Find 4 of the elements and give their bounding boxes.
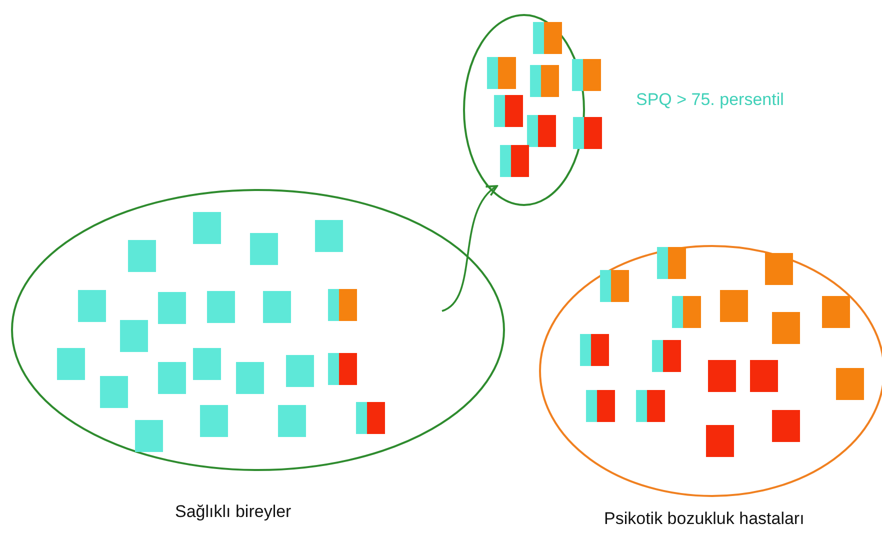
group-caption: SPQ > 75. persentil [636, 90, 784, 110]
group-label: Psikotik bozukluk hastaları [604, 509, 804, 529]
arrow [442, 185, 498, 312]
group-label: Sağlıklı bireyler [175, 502, 292, 522]
